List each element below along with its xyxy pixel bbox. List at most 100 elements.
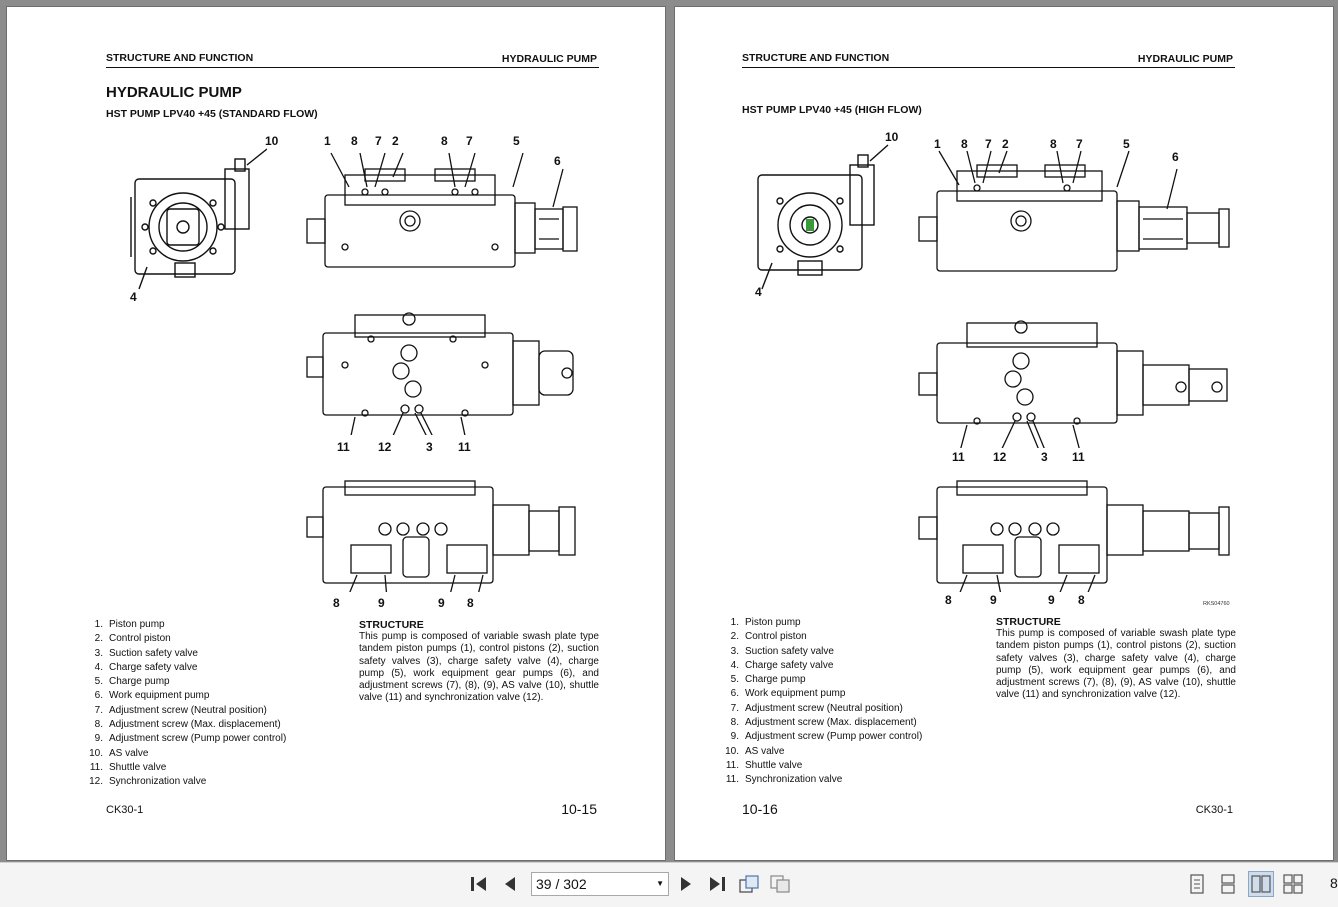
rotate-view-icon <box>739 875 759 893</box>
parts-list-item: 3.Suction safety valve <box>87 647 286 661</box>
parts-list-item: 2. Control piston <box>87 632 286 646</box>
callout-8: 8 <box>945 593 952 607</box>
callout-4: 4 <box>130 290 137 304</box>
part-label: Control piston <box>109 633 171 645</box>
structure-text: This pump is composed of variable swash … <box>359 631 599 704</box>
part-label: Adjustment screw (Pump power control) <box>745 731 923 743</box>
header-left: STRUCTURE AND FUNCTION <box>742 52 890 64</box>
part-number: 9. <box>730 731 739 743</box>
continuous-page-view-button[interactable] <box>1215 871 1241 897</box>
part-number: 2. <box>730 631 739 643</box>
two-page-continuous-icon <box>1283 874 1303 894</box>
part-label: Control piston <box>745 631 807 643</box>
last-page-button[interactable] <box>704 871 730 897</box>
callout-1: 1 <box>934 137 941 151</box>
part-number: 7. <box>730 702 739 714</box>
structure-heading: STRUCTURE <box>359 619 424 631</box>
parts-list-item: 5.Charge pump <box>87 675 286 689</box>
part-label: Adjustment screw (Neutral position) <box>745 702 903 714</box>
callout-5: 5 <box>1123 137 1130 151</box>
part-number: 7. <box>94 704 103 716</box>
part-label: Adjustment screw (Max. displacement) <box>745 717 917 729</box>
left-page: STRUCTURE AND FUNCTION HYDRAULIC PUMP HY… <box>6 6 666 861</box>
callout-8: 8 <box>961 137 968 151</box>
pump-side-view-drawing <box>918 150 1230 272</box>
page-title: HYDRAULIC PUMP <box>106 84 242 101</box>
pump-top-view-drawing <box>918 320 1228 448</box>
part-number: 11. <box>725 774 739 786</box>
callout-11: 11 <box>337 440 350 454</box>
part-label: Adjustment screw (Pump power control) <box>109 733 287 745</box>
first-page-button[interactable] <box>466 871 492 897</box>
parts-list-item: 7. Adjustment screw (Neutral position) <box>723 702 922 716</box>
callout-2: 2 <box>1002 137 1009 151</box>
footer-model: CK30-1 <box>1195 804 1233 816</box>
page-number-input[interactable]: 39 / 302 ▼ <box>531 872 669 896</box>
part-number: 1. <box>94 619 103 630</box>
callout-8: 8 <box>1078 593 1085 607</box>
part-number: 6. <box>94 690 103 702</box>
callout-7: 7 <box>985 137 992 151</box>
header-rule <box>742 67 1235 68</box>
footer-model: CK30-1 <box>106 804 144 816</box>
pump-side-view-drawing <box>306 152 578 268</box>
callout-8: 8 <box>441 134 448 148</box>
parts-list-item: 11.Synchronization valve <box>723 773 922 787</box>
chevron-down-icon: ▼ <box>656 879 664 888</box>
callout-10: 10 <box>265 134 279 148</box>
parts-list-item: 11.Shuttle valve <box>87 761 286 775</box>
part-number: 9. <box>94 733 103 745</box>
callout-11: 11 <box>458 440 471 454</box>
part-number: 8. <box>94 719 103 731</box>
callout-3: 3 <box>426 440 433 454</box>
continuous-page-icon <box>1221 874 1235 894</box>
page-indicator: 39 / 302 <box>536 876 587 892</box>
next-page-button[interactable] <box>673 871 699 897</box>
callout-5: 5 <box>513 134 520 148</box>
callout-7: 7 <box>1076 137 1083 151</box>
callout-11: 11 <box>952 450 965 464</box>
header-left: STRUCTURE AND FUNCTION <box>106 52 254 64</box>
callout-8: 8 <box>467 596 474 610</box>
footer-page-number: 10-16 <box>742 801 778 817</box>
parts-list-item: 8.Adjustment screw (Max. displacement) <box>87 718 286 732</box>
callout-12: 12 <box>993 450 1007 464</box>
zoom-level[interactable]: 8 <box>1330 875 1338 891</box>
part-label: Shuttle valve <box>745 759 803 771</box>
parts-list-item: 9. Adjustment screw (Pump power control) <box>87 732 287 746</box>
part-number: 10. <box>89 747 103 759</box>
part-label: Synchronization valve <box>109 776 207 788</box>
part-label: Adjustment screw (Neutral position) <box>109 704 267 716</box>
pump-top-view-drawing <box>306 312 574 435</box>
callout-8: 8 <box>1050 137 1057 151</box>
callout-9: 9 <box>378 596 385 610</box>
last-page-icon <box>710 877 725 891</box>
part-label: Work equipment pump <box>745 688 846 700</box>
rotate-view-button[interactable] <box>736 871 762 897</box>
two-page-icon <box>1251 875 1271 893</box>
parts-list-item: 8.Adjustment screw (Max. displacement) <box>723 716 922 730</box>
header-right: HYDRAULIC PUMP <box>1137 53 1233 65</box>
part-label: Suction safety valve <box>745 645 834 657</box>
part-number: 6. <box>730 688 739 700</box>
two-page-view-button[interactable] <box>1248 871 1274 897</box>
parts-list-item: 7. Adjustment screw (Neutral position) <box>87 704 286 718</box>
previous-page-button[interactable] <box>497 871 523 897</box>
part-label: Piston pump <box>745 617 801 628</box>
callout-1: 1 <box>324 134 331 148</box>
parts-list-item: 12.Synchronization valve <box>87 775 286 789</box>
parts-list-item: 10.AS valve <box>723 745 922 759</box>
two-page-continuous-view-button[interactable] <box>1280 871 1306 897</box>
single-page-view-button[interactable] <box>1184 871 1210 897</box>
rotate-view-alt-button[interactable] <box>767 871 793 897</box>
parts-list-item: 5.Charge pump <box>723 673 922 687</box>
viewer-toolbar: 39 / 302 ▼ 8 <box>0 862 1338 907</box>
drawing-code: RKS04760 <box>1203 601 1230 607</box>
structure-heading: STRUCTURE <box>996 616 1061 628</box>
part-number: 2. <box>94 633 103 645</box>
callout-3: 3 <box>1041 450 1048 464</box>
callout-6: 6 <box>554 154 561 168</box>
part-label: Suction safety valve <box>109 647 198 659</box>
part-label: AS valve <box>745 745 785 757</box>
